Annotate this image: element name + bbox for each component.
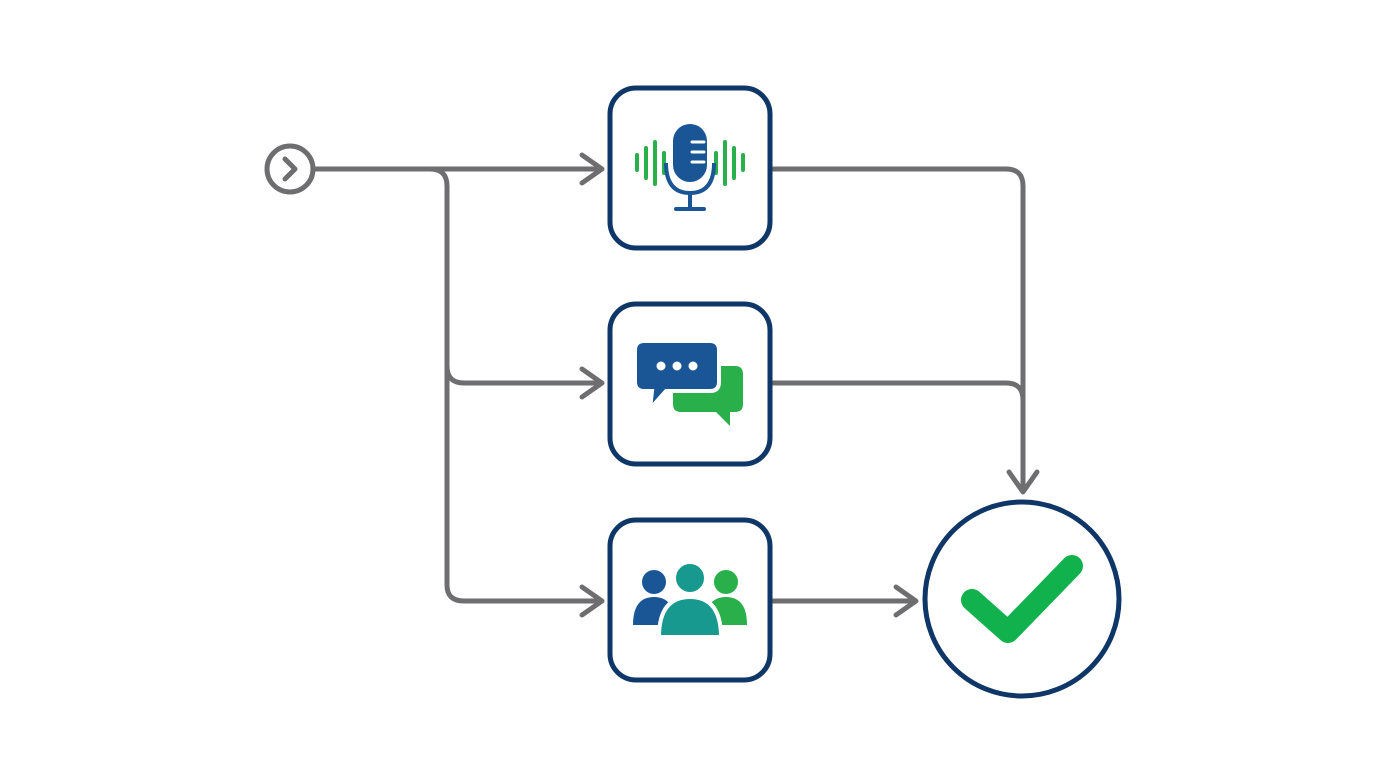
team-node[interactable]	[607, 517, 773, 683]
edge-start-to-chat	[444, 363, 603, 386]
arrowhead-team-done	[893, 584, 919, 618]
connectors	[311, 152, 1040, 618]
edge-chat-to-done	[769, 380, 1026, 403]
arrowhead-team	[579, 584, 605, 618]
arrowhead-done	[1006, 469, 1040, 495]
edge-branch-trunk	[427, 166, 467, 604]
start-circle	[264, 143, 316, 195]
done-node[interactable]	[922, 499, 1122, 699]
arrowhead-chat	[579, 366, 605, 400]
arrowhead-voice	[579, 152, 605, 186]
chevron-right-icon	[282, 156, 298, 182]
chat-bubbles-icon	[633, 339, 743, 426]
microphone-with-sound-waves-icon	[635, 124, 745, 211]
done-node-frame	[922, 499, 1122, 699]
checkmark-icon	[961, 555, 1083, 643]
edge-voice-to-done	[769, 166, 1026, 493]
chat-node[interactable]	[607, 301, 773, 467]
start-node[interactable]	[264, 143, 316, 195]
people-group-icon	[633, 560, 747, 639]
voice-node[interactable]	[607, 85, 773, 251]
